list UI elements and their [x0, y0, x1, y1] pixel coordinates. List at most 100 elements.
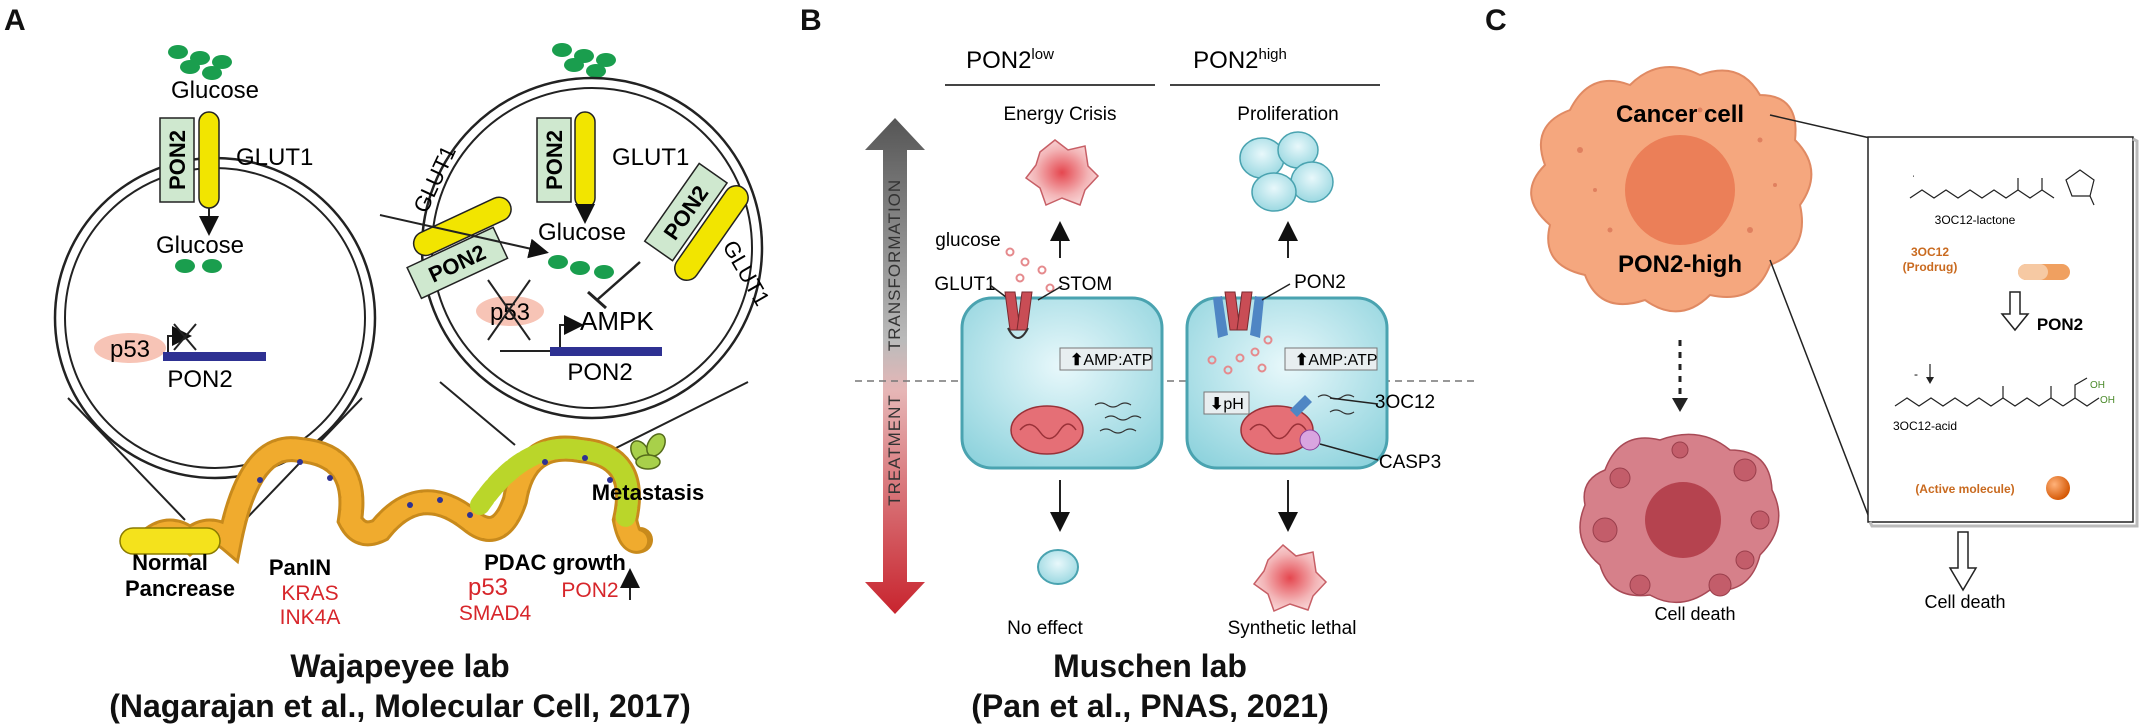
tilted-transporter-right: PON2 [643, 162, 749, 282]
ph-box [1203, 391, 1250, 415]
pon2-conversion-arrow [2000, 291, 2030, 332]
pon2-gene-label-right: PON2 [567, 359, 632, 386]
pon2-box-left [159, 117, 195, 203]
glut1-transporter-right-tilted [674, 185, 749, 282]
zoom-line-right-1 [439, 381, 516, 446]
active-molecule-ball [2046, 476, 2070, 500]
amp-atp-box-high [1284, 347, 1378, 371]
cancer-cell-nucleus [1625, 135, 1735, 245]
glut1-label-left: GLUT1 [236, 144, 313, 171]
mito-cristae-high [1249, 423, 1307, 440]
caption-a-line1: Wajapeyee lab [290, 648, 510, 684]
caption-b: Muschen lab (Pan et al., PNAS, 2021) [870, 646, 1430, 726]
energy-crisis-cell [1024, 139, 1100, 207]
callout-line-bottom [1769, 259, 1871, 521]
ph-arrow: ⬇ [1210, 396, 1223, 413]
transformation-treatment-arrow [865, 118, 925, 614]
pon2-gene-label-left: PON2 [167, 366, 232, 393]
pon2-pointer-b [1261, 283, 1291, 301]
glucose-label-left-inside: Glucose [156, 232, 244, 259]
glut1-transporter-left [198, 111, 220, 209]
glucose-label-right-inside: Glucose [538, 219, 626, 246]
pon2-low-header-main: PON2 [966, 47, 1031, 74]
metastasis-cells [630, 433, 666, 470]
cell-death-arrowhead [1672, 398, 1688, 412]
cancer-cell-granules [1577, 107, 1777, 273]
active-molecule-label: (Active molecule) [1915, 482, 2014, 496]
pon2-low-header: PON2low [966, 46, 1054, 74]
left-cell: Glucose PON2 GLUT1 Glucose p53 PON2 [53, 45, 377, 521]
pon2-label-b: PON2 [1294, 272, 1346, 293]
pancreas-epithelium [119, 433, 666, 565]
caption-b-line2: (Pan et al., PNAS, 2021) [971, 688, 1329, 724]
amp-atp-box-low [1059, 347, 1153, 371]
pdac-p53-label: p53 [468, 574, 508, 601]
lactone-methyl: ˌ [1912, 167, 1915, 178]
ph-text: pH [1223, 396, 1243, 413]
glucose-molecules-left-inside [175, 259, 222, 273]
pon2-high-header-sup: high [1259, 46, 1287, 63]
glucose-label-left-top: Glucose [171, 77, 259, 104]
stom-pointer [1037, 285, 1063, 301]
pon2-high-header: PON2high [1193, 46, 1287, 74]
casp3-label: CASP3 [1379, 452, 1441, 473]
acid-label: 3OC12-acid [1893, 419, 1957, 433]
promoter-arrow-left [167, 326, 192, 352]
proliferation-cells [1239, 131, 1334, 212]
mitochondrion-low [1010, 405, 1084, 455]
pon2-gene-right [550, 347, 662, 356]
casp3-pointer [1319, 443, 1379, 461]
glucose-dots-low [1005, 247, 1055, 293]
amp-atp-arrow-high: ⬆ [1295, 352, 1308, 369]
pon2-box-right-tilted [643, 162, 729, 262]
acid-cleavage-arrowhead [1926, 377, 1934, 384]
dying-cell [1579, 433, 1780, 604]
prodrug-label-2: (Prodrug) [1903, 260, 1958, 274]
energy-crisis-label: Energy Crisis [1004, 104, 1117, 125]
promoter-arrow-right [559, 315, 584, 347]
treatment-label: TREATMENT [885, 394, 904, 506]
panel-letter-c: C [1485, 4, 1507, 37]
oc12-label: 3OC12 [1375, 392, 1435, 413]
pon2-box-right-top-label: PON2 [542, 130, 567, 190]
pdac-cells [470, 438, 638, 530]
synthetic-lethal-cell [1252, 543, 1328, 613]
panel-b: PON2low PON2high TRANSFORMATION TREATMEN… [855, 46, 1478, 639]
glucose-label-b: glucose [935, 230, 1001, 251]
glucose-molecules-left-top [168, 45, 232, 80]
pdac-smad4-label: SMAD4 [459, 602, 532, 625]
glut1-transporter-right-top [574, 111, 596, 209]
prodrug-capsule-half [2018, 264, 2048, 280]
pon2-high-header-main: PON2 [1193, 47, 1258, 74]
apoptotic-bodies [1592, 441, 1770, 597]
panel-letter-b: B [800, 4, 822, 37]
pon2-high-cell [1185, 296, 1389, 470]
ampk-label: AMPK [580, 306, 654, 336]
mrna-low [1094, 402, 1142, 434]
p53-cross-2 [487, 279, 531, 341]
right-cell: Glucose PON2 GLUT1 Glucose PON2 GLUT1 PO… [379, 43, 775, 451]
lactone-structure [1909, 169, 2095, 206]
transformation-label: TRANSFORMATION [885, 179, 904, 351]
glucose-import-arrow-left-tilted [379, 214, 549, 259]
proliferation-label: Proliferation [1237, 104, 1338, 125]
prodrug-label-1: 3OC12 [1911, 245, 1949, 259]
p53-blob-left [94, 333, 166, 363]
stom-label: STOM [1058, 274, 1113, 295]
normal-duct-cells [119, 527, 221, 555]
cell-nuclei [257, 455, 613, 518]
panel-a: Glucose PON2 GLUT1 Glucose p53 PON2 [53, 43, 775, 629]
callout-box-shadow [1868, 137, 2139, 528]
pon2-protein-high-2 [1250, 296, 1264, 338]
pon2-box-right-top [536, 117, 572, 203]
acid-oh-2: OH [2100, 395, 2115, 406]
no-effect-cell [1037, 549, 1079, 585]
oc12-pointer [1329, 397, 1379, 405]
acid-oh-1: OH [2090, 380, 2105, 391]
pon2-box-left-label: PON2 [165, 130, 190, 190]
panin-ink4a-label: INK4A [280, 606, 341, 629]
ph-label: ⬇pH [1210, 396, 1244, 413]
zoom-line-right-2 [611, 381, 749, 451]
ampk-inhibition-line [596, 261, 641, 301]
